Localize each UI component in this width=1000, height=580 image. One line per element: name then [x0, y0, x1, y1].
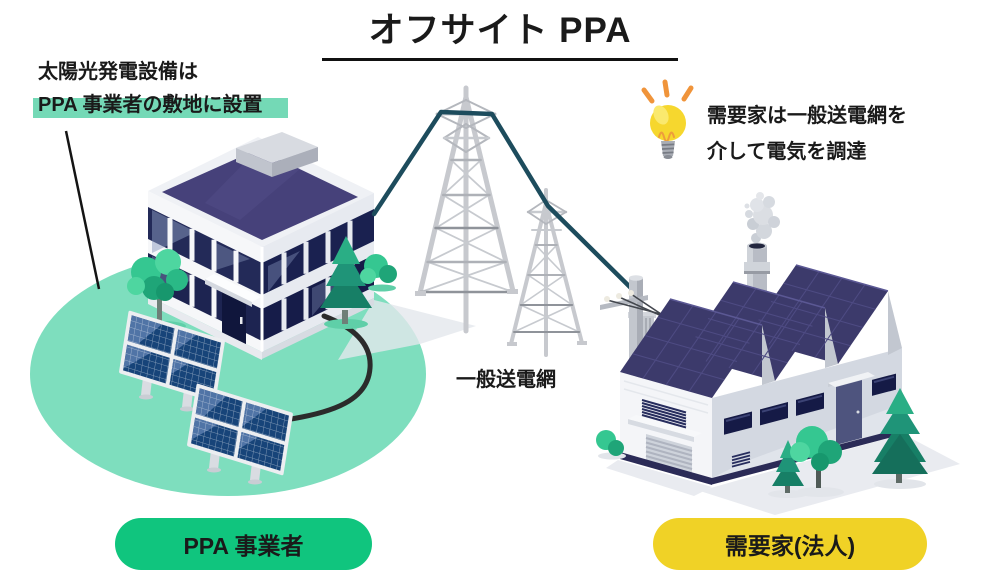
annotation-right-line2: 介して電気を調達: [707, 141, 867, 163]
factory-building: [596, 192, 960, 515]
bush-right-of-building: [360, 254, 397, 292]
factory-solar-roof: [620, 264, 902, 398]
annotation-left-line1: 太陽光発電設備は: [38, 61, 198, 83]
office-door: [222, 291, 246, 345]
annotation-right-line1: 需要家は一般送電網を: [707, 105, 907, 127]
office-building: [148, 132, 374, 360]
solar-array-1: [119, 310, 225, 412]
ground-cable: [281, 313, 373, 423]
solar-array-2: [187, 383, 293, 485]
power-line: [371, 109, 637, 294]
lightbulb-icon: [641, 79, 694, 159]
annotation-left-line2: PPA 事業者の敷地に設置: [38, 94, 263, 116]
entity-label-ppa-operator: PPA 事業者: [115, 518, 372, 570]
text-highlight: [33, 98, 288, 118]
louver-vent-small: [731, 451, 751, 468]
tree-pine-left: [320, 236, 372, 329]
smoke: [744, 192, 780, 243]
bush-factory-left: [596, 430, 626, 460]
grid-label: 一般送電網: [456, 369, 556, 391]
louver-vent: [641, 399, 687, 429]
tree-deciduous-factory: [790, 426, 844, 497]
transmission-tower-1: [415, 85, 518, 334]
factory-door: [836, 380, 862, 445]
entity-label-consumer: 需要家(法人): [653, 518, 927, 570]
tree-pine-big: [872, 388, 928, 489]
transmission-tower-2: [507, 188, 587, 357]
page-title: オフサイト PPA: [322, 2, 678, 61]
tree-deciduous-left: [127, 249, 188, 331]
building-shadow: [338, 300, 476, 360]
leader-line: [64, 130, 101, 290]
